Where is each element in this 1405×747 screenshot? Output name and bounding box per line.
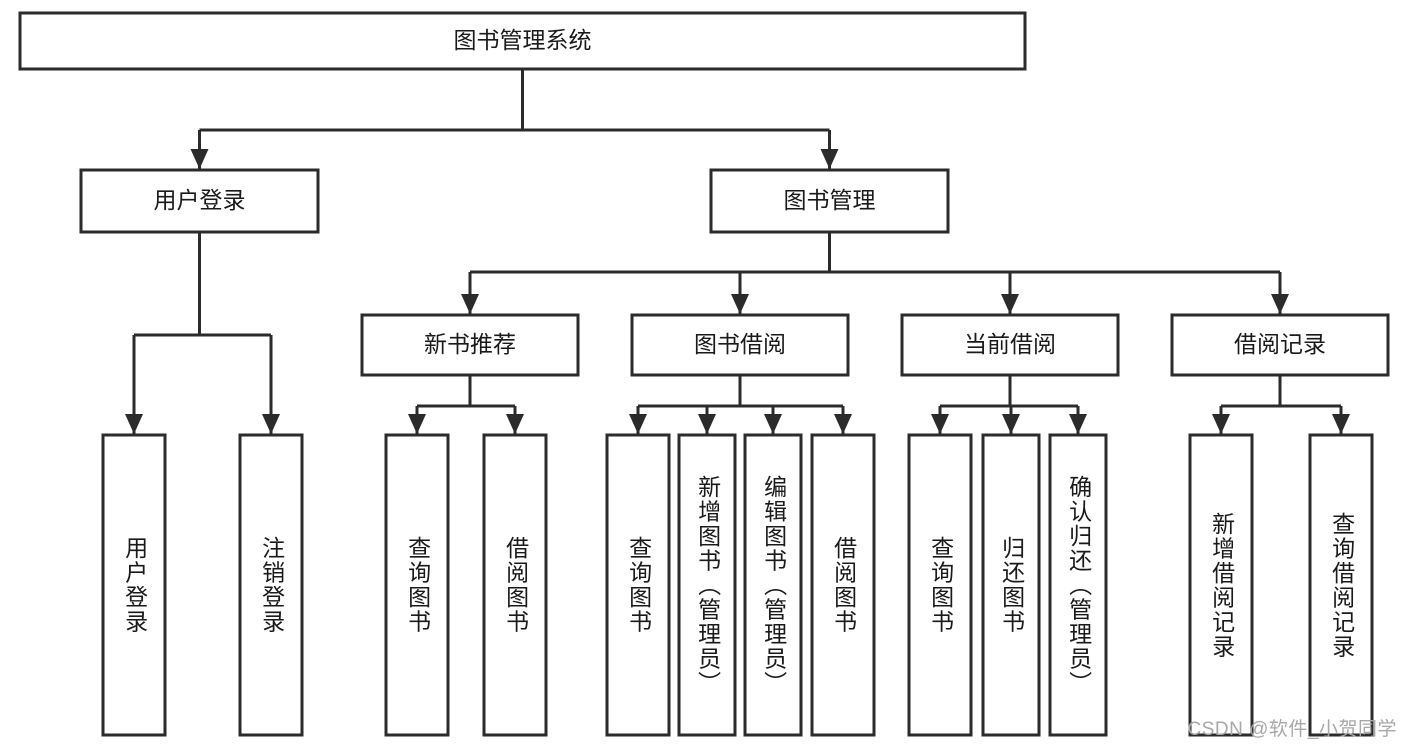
node-label-root: 图书管理系统 [454, 27, 592, 53]
node-box-user-login[interactable] [79, 168, 320, 234]
arrow-head-icon [764, 414, 782, 434]
arrow-head-icon [190, 149, 209, 169]
arrow-head-icon [931, 414, 949, 434]
node-box-leaf-return-book[interactable] [981, 433, 1041, 737]
node-label-user-login: 用户登录 [154, 187, 246, 213]
node-label-borrow-records: 借阅记录 [1234, 331, 1326, 357]
arrow-head-icon [1271, 294, 1289, 314]
node-box-leaf-query-book-borrow[interactable] [605, 433, 671, 737]
watermark: CSDN @软件_小贺同学 [1187, 719, 1397, 740]
arrow-head-icon [125, 414, 143, 434]
arrow-head-icon [731, 294, 749, 314]
arrow-head-icon [1069, 414, 1087, 434]
arrow-head-icon [262, 414, 280, 434]
node-label-book-borrow: 图书借阅 [694, 331, 786, 357]
arrow-head-icon [1212, 414, 1230, 434]
node-box-leaf-query-book-current[interactable] [907, 433, 973, 737]
node-boxes [18, 11, 1390, 737]
node-box-leaf-query-borrow-record[interactable] [1308, 433, 1374, 737]
connector-lines [125, 69, 1350, 434]
arrow-head-icon [506, 414, 524, 434]
arrow-head-icon [698, 414, 716, 434]
node-label-book-management: 图书管理 [784, 187, 876, 213]
node-box-borrow-records[interactable] [1170, 313, 1390, 377]
node-box-leaf-borrow-book[interactable] [810, 433, 876, 737]
node-box-root[interactable] [18, 11, 1027, 71]
node-box-leaf-user-login[interactable] [101, 433, 167, 737]
node-box-leaf-confirm-return-admin[interactable] [1048, 433, 1108, 737]
node-box-leaf-query-book-recommend[interactable] [384, 433, 450, 737]
node-box-leaf-edit-book-admin[interactable] [743, 433, 803, 737]
node-box-leaf-logout[interactable] [238, 433, 304, 737]
node-box-book-management[interactable] [709, 168, 950, 234]
arrow-head-icon [1332, 414, 1350, 434]
arrow-head-icon [408, 414, 426, 434]
arrow-head-icon [820, 149, 839, 169]
node-box-leaf-add-borrow-record[interactable] [1188, 433, 1254, 737]
arrow-head-icon [834, 414, 852, 434]
arrow-head-icon [629, 414, 647, 434]
node-box-book-borrow[interactable] [630, 313, 850, 377]
node-label-new-book-recommend: 新书推荐 [424, 331, 516, 357]
arrow-head-icon [1001, 294, 1019, 314]
node-box-new-book-recommend[interactable] [360, 313, 580, 377]
node-box-current-borrow[interactable] [900, 313, 1120, 377]
arrow-head-icon [461, 294, 479, 314]
arrow-head-icon [1002, 414, 1020, 434]
node-box-leaf-borrow-book-recommend[interactable] [482, 433, 548, 737]
node-label-current-borrow: 当前借阅 [964, 331, 1056, 357]
node-box-leaf-add-book-admin[interactable] [677, 433, 737, 737]
